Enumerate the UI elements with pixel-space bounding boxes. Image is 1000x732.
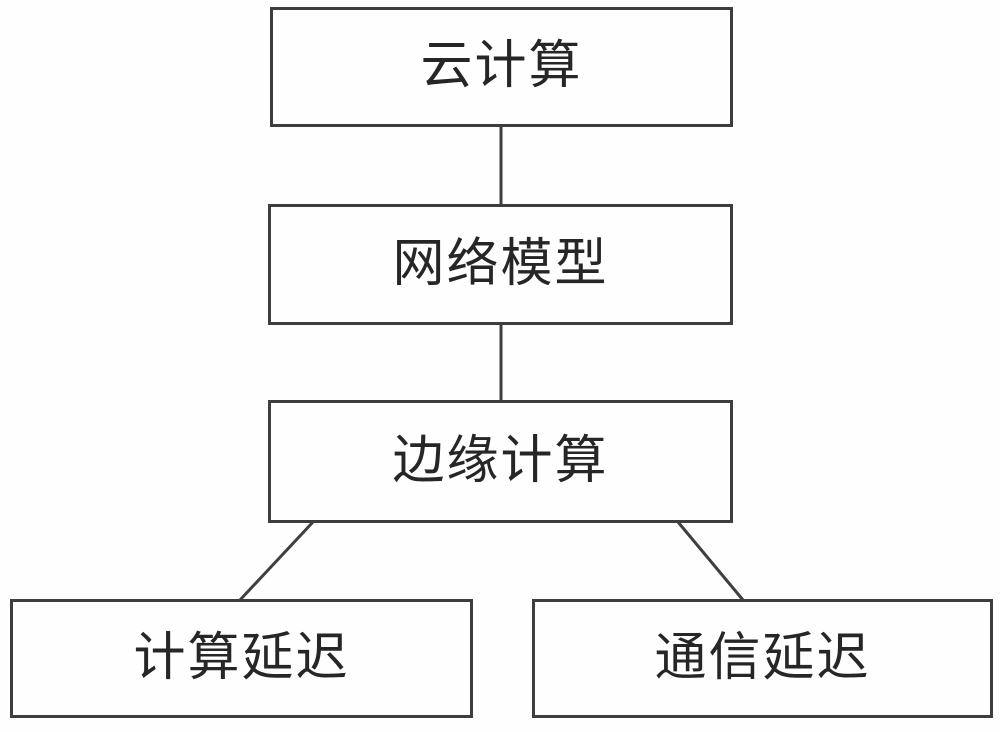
node-communication-delay-label: 通信延迟 [654, 629, 871, 687]
node-network-model-label: 网络模型 [392, 235, 609, 293]
node-edge-computing: 边缘计算 [268, 400, 733, 523]
node-cloud-computing-label: 云计算 [420, 38, 583, 95]
node-computation-delay-label: 计算延迟 [133, 629, 350, 687]
edge-edgecomputing-to-computedelay [238, 520, 315, 602]
node-cloud-computing: 云计算 [270, 7, 733, 127]
node-edge-computing-label: 边缘计算 [392, 432, 609, 490]
node-computation-delay: 计算延迟 [10, 599, 473, 718]
node-network-model: 网络模型 [268, 204, 733, 325]
edge-edgecomputing-to-commdelay [676, 521, 745, 601]
node-communication-delay: 通信延迟 [532, 599, 993, 718]
